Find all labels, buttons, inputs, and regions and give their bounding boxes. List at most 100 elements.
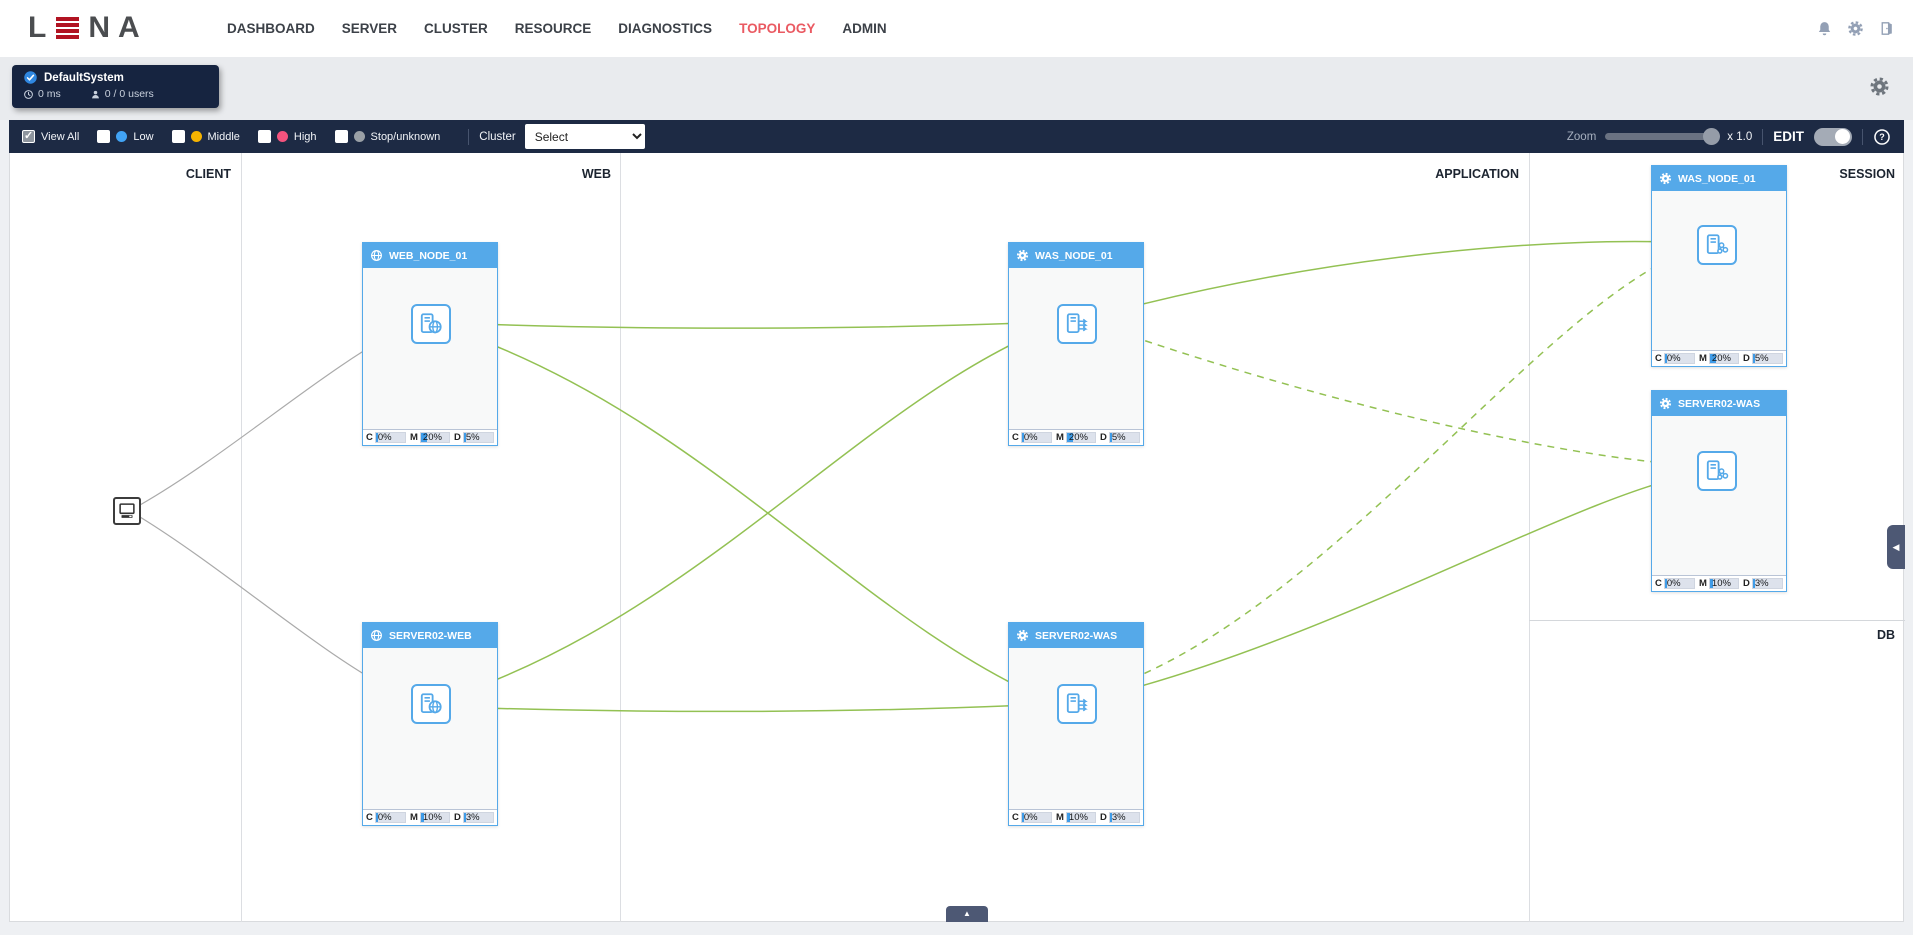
node-header: SERVER02-WAS [1009, 623, 1143, 648]
menu-item-dashboard[interactable]: DASHBOARD [227, 21, 315, 36]
chevron-up-icon: ▲ [963, 909, 971, 918]
app-logo: L N A [28, 11, 141, 45]
disk-bar: 3% [1751, 578, 1783, 589]
column-label-db: DB [1876, 628, 1895, 642]
filter-view-all[interactable]: View All [22, 129, 79, 143]
menu-item-server[interactable]: SERVER [341, 21, 398, 36]
low-status-dot [116, 131, 128, 142]
zoom-slider-thumb[interactable] [1703, 128, 1721, 145]
menu-item-resource[interactable]: RESOURCE [514, 21, 592, 36]
node-header: WAS_NODE_01 [1009, 243, 1143, 268]
session-server-icon[interactable] [1697, 225, 1737, 265]
bell-icon[interactable] [1816, 20, 1833, 37]
node-title: SERVER02-WAS [1035, 629, 1118, 642]
zoom-slider[interactable] [1605, 128, 1721, 145]
system-name: DefaultSystem [44, 71, 124, 84]
logo-letter: A [118, 11, 141, 44]
disk-bar: 5% [1751, 353, 1783, 364]
edge-server02-was-to-session-was-node-01-dashed [1095, 248, 1692, 693]
gear-icon [1659, 172, 1672, 185]
low-checkbox[interactable] [97, 130, 111, 143]
edge-was-node-01-to-session-server02-was-dashed [1095, 323, 1692, 470]
was-server-icon[interactable] [1057, 304, 1097, 344]
middle-checkbox[interactable] [171, 130, 185, 143]
menu-item-cluster[interactable]: CLUSTER [424, 21, 488, 36]
node-header: SERVER02-WEB [363, 623, 497, 648]
stop-unknown-status-dot [353, 131, 365, 142]
logout-icon[interactable] [1878, 20, 1895, 37]
system-users: 0 / 0 users [104, 88, 154, 100]
zoom-value: x 1.0 [1727, 130, 1753, 143]
connection-lines [139, 238, 1696, 713]
cpu-bar: 0% [1020, 432, 1052, 443]
web-server-icon[interactable] [411, 684, 451, 724]
menu-item-topology[interactable]: TOPOLOGY [739, 21, 816, 36]
client-node[interactable] [113, 497, 141, 525]
web-server-icon[interactable] [411, 304, 451, 344]
globe-icon [370, 629, 383, 642]
main-menu: DASHBOARD SERVER CLUSTER RESOURCE DIAGNO… [227, 0, 887, 57]
system-badge[interactable]: DefaultSystem 0 ms 0 / 0 users [12, 65, 219, 108]
disk-bar: 5% [1108, 432, 1140, 443]
right-panel-expand-handle[interactable]: ◀ [1887, 525, 1905, 569]
stop-unknown-checkbox[interactable] [334, 130, 348, 143]
toolbar-divider [1762, 128, 1764, 145]
edge-was-node-01-to-session-was-node-01 [1095, 238, 1696, 317]
edge-server02-was-to-session-server02-was [1095, 471, 1696, 699]
node-title: SERVER02-WAS [1678, 397, 1761, 410]
filter-low[interactable]: Low [97, 130, 154, 143]
node-header: WAS_NODE_01 [1652, 166, 1786, 191]
column-divider-application-session [1529, 153, 1530, 922]
topology-canvas[interactable]: CLIENT WEB APPLICATION SESSION DB [9, 153, 1905, 922]
help-icon[interactable] [1873, 128, 1891, 146]
disk-bar: 5% [462, 432, 494, 443]
node-header: WEB_NODE_01 [363, 243, 497, 268]
was-server-icon[interactable] [1057, 684, 1097, 724]
edge-web-node-01-to-was-node-01 [449, 317, 1052, 329]
column-divider-web-application [620, 153, 621, 922]
edit-toggle[interactable] [1814, 127, 1852, 146]
high-checkbox[interactable] [257, 130, 271, 143]
clock-icon [23, 89, 34, 100]
middle-status-dot [190, 131, 202, 142]
toolbar-right-group: Zoom x 1.0 EDIT [1567, 127, 1891, 146]
cpu-bar: 0% [1663, 578, 1695, 589]
chevron-left-icon: ◀ [1892, 541, 1900, 552]
filter-stop-unknown[interactable]: Stop/unknown [334, 130, 440, 143]
cpu-bar: 0% [374, 432, 406, 443]
check-circle-icon [23, 70, 38, 85]
cpu-bar: 0% [374, 812, 406, 823]
menu-item-admin[interactable]: ADMIN [842, 21, 887, 36]
topology-settings-gear-icon[interactable] [1869, 76, 1890, 97]
menu-item-diagnostics[interactable]: DIAGNOSTICS [618, 21, 713, 36]
gear-icon [1016, 629, 1029, 642]
high-status-dot [276, 131, 288, 142]
view-all-checkbox[interactable] [22, 129, 35, 143]
gear-icon[interactable] [1847, 20, 1864, 37]
bottom-panel-expand-handle[interactable]: ▲ [946, 906, 988, 922]
node-title: WAS_NODE_01 [1035, 249, 1113, 262]
disk-bar: 3% [1108, 812, 1140, 823]
session-server-icon[interactable] [1697, 451, 1737, 491]
filter-high[interactable]: High [257, 130, 317, 143]
globe-icon [370, 249, 383, 262]
topology-toolbar: View All Low Middle High Stop/unknown Cl… [9, 120, 1904, 153]
filter-middle[interactable]: Middle [171, 130, 240, 143]
person-icon [90, 89, 101, 100]
edge-server02-web-to-server02-was [449, 699, 1052, 713]
cpu-bar: 0% [1663, 353, 1695, 364]
system-strip: DefaultSystem 0 ms 0 / 0 users [0, 57, 1913, 120]
cluster-select[interactable]: Select [524, 124, 645, 149]
node-header: SERVER02-WAS [1652, 391, 1786, 416]
